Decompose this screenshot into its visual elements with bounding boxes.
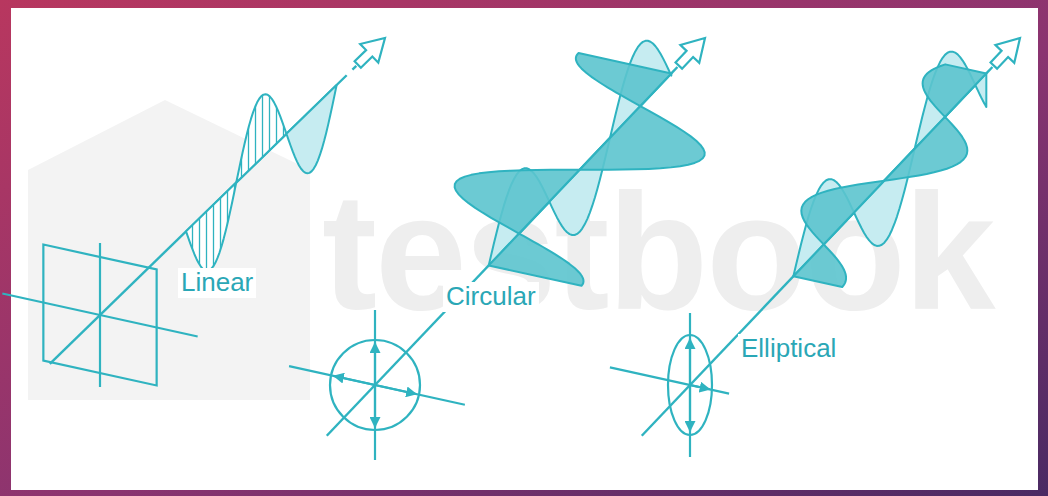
horizontal-wave-component (576, 53, 671, 106)
electric-field-wave (286, 85, 336, 173)
polarization-label: Linear (178, 268, 256, 298)
horizontal-wave-component (801, 181, 884, 245)
horizontal-wave-component (884, 117, 967, 181)
propagation-axis-dashed (671, 67, 677, 73)
field-arrow (689, 339, 691, 385)
horizontal-axis (289, 366, 465, 405)
linear-panel (2, 38, 385, 387)
electric-field-wave (186, 183, 236, 271)
horizontal-wave-component (923, 64, 987, 117)
direction-arrow (355, 38, 385, 68)
field-arrow (690, 385, 710, 389)
direction-arrow (676, 38, 705, 69)
horizontal-wave-component (793, 244, 846, 287)
direction-arrow (991, 38, 1020, 69)
propagation-axis-dashed (986, 67, 992, 73)
horizontal-wave-component (455, 170, 580, 234)
horizontal-wave-component (489, 234, 584, 286)
field-arrow (689, 385, 691, 431)
propagation-axis (50, 85, 337, 364)
propagation-axis-dashed (337, 66, 357, 85)
horizontal-wave-component (580, 106, 705, 170)
circular-panel (289, 38, 705, 460)
polarization-label: Circular (443, 282, 539, 312)
polarization-label: Elliptical (738, 334, 839, 364)
electric-field-wave (236, 94, 286, 182)
elliptical-panel (610, 38, 1020, 457)
propagation-axis (642, 73, 987, 435)
white-ground (11, 8, 1038, 490)
